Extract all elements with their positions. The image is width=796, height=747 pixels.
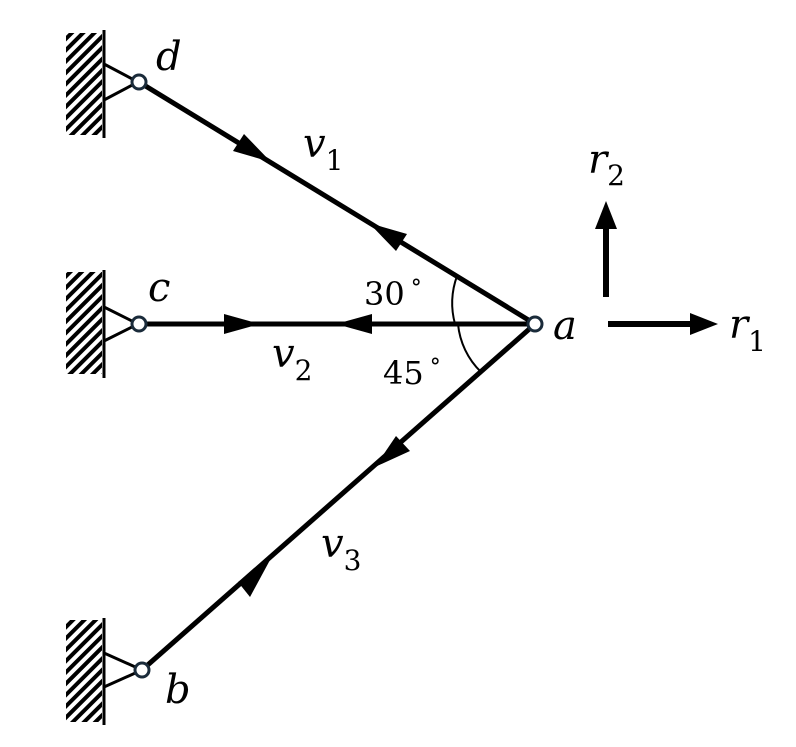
node-label-a: a	[553, 303, 577, 349]
angle-label-45: 45°	[383, 354, 441, 392]
angle-label-30: 30°	[364, 275, 422, 313]
angle-arc-30	[451, 275, 458, 325]
arrowhead-v1-toward-d	[369, 223, 407, 251]
member-label-v3: v3	[321, 521, 361, 577]
member-label-v2: v2	[272, 331, 312, 387]
member-v1	[137, 79, 537, 327]
angle-arc-45	[457, 323, 482, 373]
arrowhead-v3-toward-b	[375, 436, 410, 467]
force-label-r1: r1	[729, 302, 766, 358]
member-label-v1: v1	[303, 121, 343, 177]
arrowhead-v2-toward-c	[336, 314, 372, 334]
wall-support-d	[66, 30, 142, 138]
pin-joint-b	[133, 661, 151, 679]
arrowhead-v3-toward-a	[238, 560, 270, 597]
arrowhead-v1-toward-a	[233, 134, 271, 162]
pin-joint-d	[130, 73, 148, 91]
node-label-c: c	[148, 265, 170, 311]
wall-support-c	[66, 270, 142, 378]
force-arrow-r1	[608, 313, 718, 335]
node-label-d: d	[156, 34, 182, 80]
arrowhead-v2-toward-a	[224, 314, 260, 334]
force-arrow-r2	[595, 201, 617, 297]
force-label-r2: r2	[588, 137, 625, 192]
pin-joint-a	[526, 315, 544, 333]
member-v3	[140, 322, 537, 672]
node-label-b: b	[165, 667, 191, 713]
wall-support-b	[66, 618, 146, 725]
pin-joint-c	[130, 315, 148, 333]
